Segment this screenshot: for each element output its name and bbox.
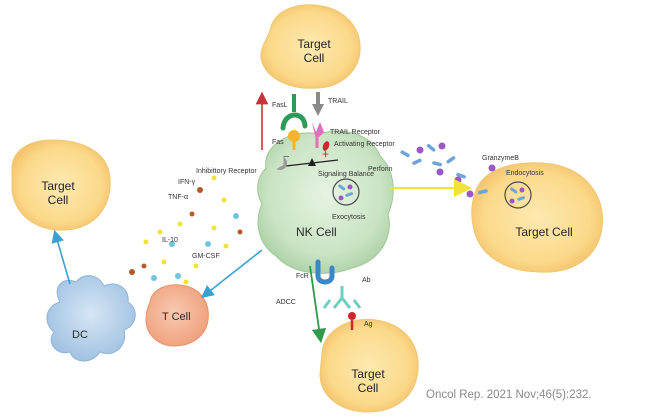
- trail-label: TRAIL: [328, 98, 348, 105]
- signaling-balance-label: Signaling Balance: [318, 171, 374, 178]
- target-cell-left: Target Cell: [11, 139, 111, 231]
- il10-label: IL-10: [162, 237, 178, 244]
- dc-label: DC: [72, 329, 88, 341]
- target-cell-left-label-1: Target: [41, 179, 75, 193]
- vesicle-granule: [345, 192, 354, 197]
- antibody: [322, 286, 362, 309]
- inhibitory-receptor: [276, 156, 287, 170]
- adcc-arrow: [309, 265, 327, 344]
- endosome-granule: [509, 198, 515, 204]
- gmcsf-label: GM-CSF: [192, 253, 220, 260]
- endosome-granule: [517, 196, 526, 201]
- antigen: [348, 312, 356, 330]
- target-cell-top: Target Cell: [260, 4, 361, 89]
- target-cell-bottom: Target Cell: [319, 318, 419, 413]
- target-cell-top-label-1: Target: [297, 37, 331, 51]
- adcc-label: ADCC: [276, 299, 296, 306]
- exocytosis-label: Exocytosis: [332, 214, 366, 221]
- granzyme-particle: [488, 164, 496, 172]
- target-cell-top-label-2: Cell: [304, 51, 325, 65]
- trail-receptor: [312, 122, 324, 148]
- fasl-ligand: [280, 94, 308, 131]
- target-cell-right: Target Cell: [471, 162, 603, 273]
- target-cell-right-label: Target Cell: [515, 225, 572, 239]
- target-cell-bottom-label-2: Cell: [358, 381, 379, 395]
- fc-receptor: [315, 259, 335, 285]
- t-cell-label: T Cell: [162, 311, 191, 323]
- minus-sign: −: [283, 151, 289, 163]
- tnf-label: TNF-α: [168, 194, 188, 201]
- activating-receptor: [322, 141, 330, 151]
- vesicle-granule: [347, 184, 353, 190]
- perforin-label: Perforin: [368, 166, 393, 173]
- endocytosis-vesicle: [504, 181, 532, 209]
- target-cell-left-label-2: Cell: [48, 193, 69, 207]
- cytokine-dots: [129, 175, 243, 285]
- ifn-label: IFN-γ: [178, 179, 196, 186]
- dendritic-cell: DC: [46, 275, 136, 362]
- citation: Oncol Rep. 2021 Nov;46(5):232.: [426, 389, 592, 401]
- dc-to-target-arrow: [51, 229, 71, 285]
- perforin-particles: [400, 142, 488, 198]
- vesicle-granule: [338, 184, 346, 191]
- endosome-granule: [519, 187, 525, 193]
- plus-sign: +: [322, 147, 329, 161]
- trail-receptor-label: TRAIL Receptor: [330, 129, 381, 136]
- fas-receptor: [288, 130, 300, 150]
- nk-cell-label: NK Cell: [296, 225, 337, 239]
- t-cell: T Cell: [145, 284, 209, 347]
- endosome-granule: [510, 187, 518, 194]
- inhibitory-receptor-label: Inhibittory Receptor: [196, 168, 257, 175]
- exocytosis-vesicle: [332, 178, 360, 206]
- activating-receptor-label: Activating Receptor: [334, 141, 395, 148]
- ab-label: Ab: [362, 277, 371, 284]
- endocytosis-label: Endocytosis: [506, 170, 544, 177]
- vesicle-granule: [338, 195, 344, 201]
- nk-cell: NK Cell Signaling Balance Exocytosis + −: [257, 130, 394, 274]
- target-cell-bottom-label-1: Target: [351, 367, 385, 381]
- fas-label: Fas: [272, 139, 284, 146]
- balance-fulcrum: [308, 158, 316, 166]
- ag-label: Ag: [364, 321, 373, 328]
- fcr-label: FcR: [296, 273, 309, 280]
- trail-ligand: [312, 92, 324, 116]
- fasl-label: FasL: [272, 102, 288, 109]
- granzyme-label: GranzymeB: [482, 155, 519, 162]
- nk-to-tcell-arrow: [200, 249, 263, 298]
